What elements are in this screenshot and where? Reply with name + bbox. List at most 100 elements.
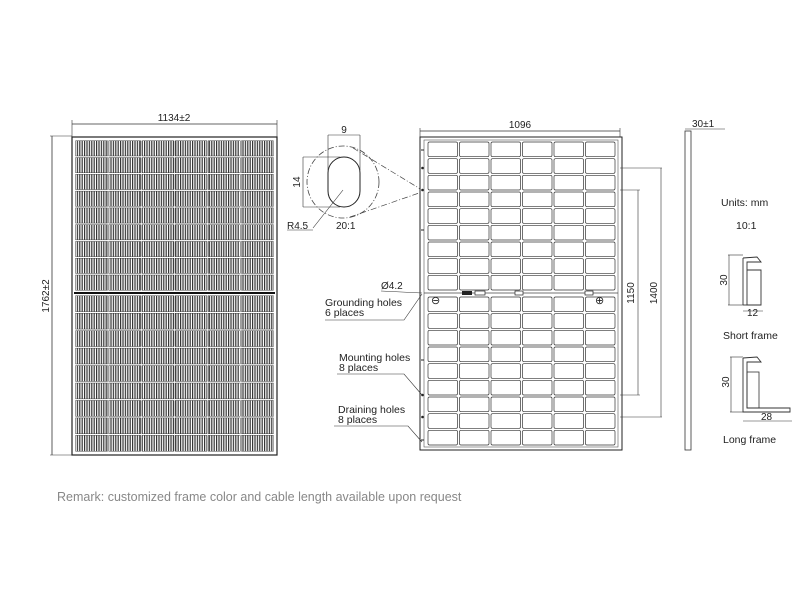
rear-cell xyxy=(522,413,553,429)
solar-cell xyxy=(108,295,141,312)
solar-cell xyxy=(241,224,274,241)
rear-cell xyxy=(490,208,521,224)
solar-cell xyxy=(75,140,108,157)
dim-1150-label: 1150 xyxy=(626,282,637,304)
profile-scale-label: 10:1 xyxy=(736,220,757,232)
rear-cell xyxy=(459,296,490,313)
rear-cell xyxy=(585,241,616,258)
rear-cell xyxy=(490,313,521,329)
solar-cell xyxy=(208,140,241,157)
rear-cell xyxy=(585,258,616,274)
solar-cell xyxy=(141,435,175,452)
solar-cell xyxy=(108,435,141,452)
solar-cell xyxy=(141,417,175,434)
detail-scale-label: 20:1 xyxy=(336,221,356,232)
rear-cell xyxy=(490,274,521,291)
rear-cell xyxy=(427,191,458,208)
solar-cell xyxy=(108,365,141,382)
solar-cell xyxy=(75,190,108,207)
solar-cell xyxy=(208,224,241,241)
solar-cell xyxy=(241,313,274,330)
rear-cell xyxy=(459,174,490,191)
solar-cell xyxy=(108,174,141,190)
solar-cell xyxy=(108,157,141,173)
rear-cell xyxy=(553,363,584,379)
rear-cell xyxy=(427,413,458,429)
solar-cell xyxy=(141,382,175,400)
rear-cell xyxy=(459,313,490,329)
rear-cell xyxy=(427,379,458,396)
solar-cell xyxy=(141,157,175,173)
solar-cell xyxy=(75,330,108,347)
detail-radius-label: R4.5 xyxy=(287,221,309,232)
solar-cell xyxy=(208,258,241,274)
side-view: 30±1 xyxy=(684,119,725,451)
rear-cell xyxy=(585,346,616,363)
solar-cell xyxy=(141,224,175,241)
rear-cell xyxy=(553,329,584,346)
rear-width-label: 1096 xyxy=(509,120,532,131)
rear-cell xyxy=(490,413,521,429)
rear-cell xyxy=(522,191,553,208)
solar-cell xyxy=(174,365,208,382)
negative-terminal-icon: ⊖ xyxy=(431,295,440,307)
rear-cell xyxy=(459,191,490,208)
solar-cell xyxy=(108,382,141,400)
rear-cell xyxy=(553,158,584,174)
rear-cell xyxy=(553,313,584,329)
solar-cell xyxy=(174,207,208,224)
grounding-holes-label: Grounding holes xyxy=(325,297,402,309)
solar-cell xyxy=(174,347,208,365)
solar-cell xyxy=(174,140,208,157)
rear-cell xyxy=(553,191,584,208)
long-frame-profile: 30 28 Long frame xyxy=(721,356,792,446)
rear-cell xyxy=(490,296,521,313)
rear-cell xyxy=(553,413,584,429)
solar-cell xyxy=(174,382,208,400)
front-height-label: 1762±2 xyxy=(41,279,52,313)
rear-cell xyxy=(490,429,521,446)
rear-cell xyxy=(522,141,553,158)
solar-cell xyxy=(208,435,241,452)
rear-cell xyxy=(522,329,553,346)
solar-cell xyxy=(241,190,274,207)
solar-cell xyxy=(108,274,141,291)
rear-cell xyxy=(553,346,584,363)
rear-cell xyxy=(522,346,553,363)
rear-cell xyxy=(585,396,616,413)
solar-cell xyxy=(141,313,175,330)
rear-cell xyxy=(490,158,521,174)
solar-cell xyxy=(241,157,274,173)
solar-cell xyxy=(75,400,108,417)
solar-cell xyxy=(208,365,241,382)
solar-cell xyxy=(208,347,241,365)
rear-cell xyxy=(585,158,616,174)
solar-cell xyxy=(75,313,108,330)
solar-cell xyxy=(174,241,208,257)
rear-cell xyxy=(490,258,521,274)
solar-cell xyxy=(141,295,175,312)
draining-holes-count: 8 places xyxy=(338,414,377,426)
solar-cell xyxy=(75,435,108,452)
rear-cell xyxy=(553,396,584,413)
solar-cell xyxy=(75,224,108,241)
rear-cell xyxy=(585,191,616,208)
solar-cell xyxy=(75,347,108,365)
rear-cell xyxy=(427,429,458,446)
rear-cell xyxy=(490,346,521,363)
solar-cell xyxy=(241,365,274,382)
solar-cell xyxy=(241,400,274,417)
solar-cell xyxy=(208,274,241,291)
solar-cell xyxy=(241,140,274,157)
front-width-label: 1134±2 xyxy=(158,113,191,124)
solar-cell xyxy=(241,295,274,312)
detail-width-label: 9 xyxy=(341,125,347,136)
rear-cell xyxy=(459,329,490,346)
solar-cell xyxy=(241,207,274,224)
solar-cell xyxy=(141,174,175,190)
solar-cell xyxy=(75,382,108,400)
rear-cell xyxy=(522,379,553,396)
solar-cell xyxy=(208,382,241,400)
solar-cell xyxy=(141,400,175,417)
rear-cell xyxy=(427,241,458,258)
